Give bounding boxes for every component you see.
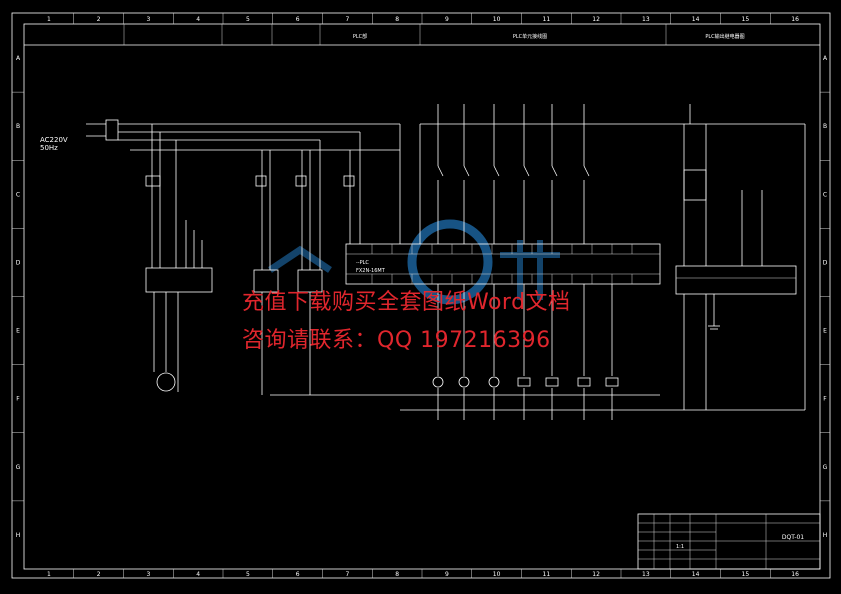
grid-letter: H	[823, 532, 828, 539]
grid-letter: F	[16, 396, 20, 403]
switch-contact	[523, 165, 530, 177]
grid-number: 12	[592, 571, 600, 578]
grid-number: 1	[47, 16, 51, 23]
grid-number: 10	[493, 571, 501, 578]
switch-contact	[583, 165, 590, 177]
grid-number: 9	[445, 571, 449, 578]
grid-number: 4	[196, 571, 200, 578]
header-sections: PLC部 PLC单元接线图 PLC输出继电器图	[123, 24, 745, 45]
grid-letter: D	[823, 259, 828, 266]
header-cell-plc-wiring: PLC单元接线图	[513, 33, 547, 40]
grid-number: 3	[146, 571, 150, 578]
grid-number: 15	[742, 16, 750, 23]
grid-letter: C	[823, 191, 827, 198]
scale-label: 1:1	[676, 544, 684, 550]
grid-number: 7	[345, 571, 349, 578]
grid-number: 2	[97, 571, 101, 578]
switch-contact	[493, 165, 500, 177]
grid-letter: B	[16, 123, 20, 130]
right-module	[675, 124, 797, 410]
grid-number: 11	[543, 16, 551, 23]
motor-symbol	[156, 372, 176, 392]
grid-number: 13	[642, 571, 650, 578]
grid-number: 8	[395, 571, 399, 578]
indicator-lamp-icon	[458, 376, 470, 388]
relay-coil-icon	[517, 377, 531, 387]
grid-letters-right: A B C D E F G H	[820, 55, 830, 539]
grid-letter: A	[16, 55, 21, 62]
plc-tag: --PLC	[356, 260, 369, 266]
motor-circuit	[145, 124, 213, 392]
grid-number: 10	[493, 16, 501, 23]
indicator-lamp-icon	[432, 376, 444, 388]
grid-number: 5	[246, 571, 250, 578]
grid-number: 12	[592, 16, 600, 23]
relay-coil-icon	[545, 377, 559, 387]
grid-number: 4	[196, 16, 200, 23]
grid-letter: G	[823, 464, 828, 471]
grid-number: 7	[345, 16, 349, 23]
grid-number: 11	[543, 571, 551, 578]
header-cell-plc-output: PLC输出继电器图	[705, 33, 744, 40]
grid-letter: D	[16, 259, 21, 266]
plc-model: FX2N-16MT	[356, 268, 386, 274]
grid-number: 15	[742, 571, 750, 578]
grid-number: 16	[791, 571, 799, 578]
grid-number: 8	[395, 16, 399, 23]
grid-number: 6	[296, 571, 300, 578]
grid-number: 13	[642, 16, 650, 23]
power-input: AC220V 50Hz	[40, 119, 400, 152]
grid-letter: G	[16, 464, 21, 471]
power-voltage-label: AC220V	[40, 136, 68, 144]
feed-lines	[253, 124, 401, 395]
indicator-lamp-icon	[488, 376, 500, 388]
drawing-number: DQT-01	[782, 534, 804, 541]
grid-letter: E	[823, 328, 827, 335]
grid-letter: E	[16, 328, 20, 335]
input-switches	[437, 104, 691, 244]
grid-number: 1	[47, 571, 51, 578]
grid-number: 6	[296, 16, 300, 23]
relay-coil-icon	[577, 377, 591, 387]
output-devices	[432, 284, 619, 420]
grid-letter: B	[823, 123, 827, 130]
title-block: DQT-01 1:1	[637, 513, 821, 570]
grid-number: 2	[97, 16, 101, 23]
plc-block: --PLC FX2N-16MT	[345, 243, 661, 285]
grid-number: 14	[692, 571, 700, 578]
watermark-text-line1: 充值下载购买全套图纸Word文档	[242, 290, 571, 315]
grid-number: 16	[791, 16, 799, 23]
switch-contact	[437, 165, 444, 177]
grid-letter: C	[16, 191, 20, 198]
outer-frame	[11, 12, 831, 579]
switch-contact	[463, 165, 470, 177]
watermark-text-line2: 咨询请联系：QQ 197216396	[242, 328, 551, 353]
power-frequency-label: 50Hz	[40, 144, 58, 152]
grid-number: 3	[146, 16, 150, 23]
relay-coil-icon	[605, 377, 619, 387]
grid-number: 5	[246, 16, 250, 23]
grid-letter: F	[823, 396, 827, 403]
header-cell-plc: PLC部	[353, 33, 367, 40]
grid-letters-left: A B C D E F G H	[12, 55, 24, 539]
control-bus	[270, 123, 806, 411]
grid-letter: A	[823, 55, 828, 62]
grid-number: 9	[445, 16, 449, 23]
switch-contact	[551, 165, 558, 177]
grid-number: 14	[692, 16, 700, 23]
grid-letter: H	[16, 532, 21, 539]
